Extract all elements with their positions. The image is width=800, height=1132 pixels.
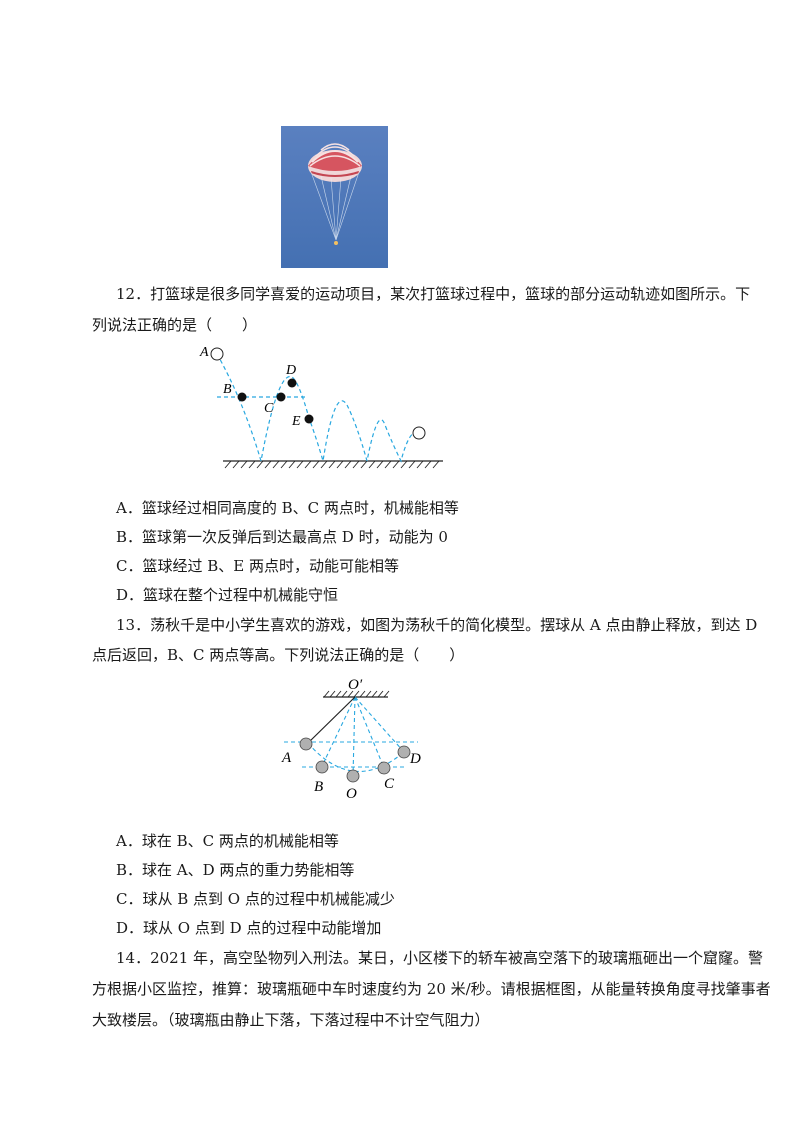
q13-stem-line1: 13．荡秋千是中小学生喜欢的游戏，如图为荡秋千的简化模型。摆球从 A 点由静止释… <box>116 616 758 634</box>
label-d: D <box>409 751 421 767</box>
label-c: C <box>264 401 274 416</box>
basketball-trajectory-figure: A B C D E <box>195 340 450 470</box>
q12-stem-line1: 12．打篮球是很多同学喜爱的运动项目，某次打篮球过程中，篮球的部分运动轨迹如图所… <box>116 285 751 303</box>
q12-option-d: D．篮球在整个过程中机械能守恒 <box>116 586 339 604</box>
label-o-prime: O′ <box>348 677 363 693</box>
q12-stem-line2: 列说法正确的是（ ） <box>92 316 258 334</box>
q13-stem-line2: 点后返回，B、C 两点等高。下列说法正确的是（ ） <box>92 646 465 664</box>
label-a: A <box>281 750 292 766</box>
label-b: B <box>223 382 232 397</box>
q13-option-b: B．球在 A、D 两点的重力势能相等 <box>116 861 355 879</box>
parachute-photo <box>281 126 388 268</box>
q14-stem-line3: 大致楼层。（玻璃瓶由静止下落，下落过程中不计空气阻力） <box>92 1011 490 1029</box>
q12-option-c: C．篮球经过 B、E 两点时，动能可能相等 <box>116 557 399 575</box>
q14-stem-line2: 方根据小区监控，推算：玻璃瓶砸中车时速度约为 20 米/秒。请根据框图，从能量转… <box>92 980 771 998</box>
swing-model-figure: O′ A B O C D <box>278 675 428 802</box>
label-e: E <box>291 414 301 429</box>
q13-option-a: A．球在 B、C 两点的机械能相等 <box>116 832 339 850</box>
q14-stem-line1: 14．2021 年，高空坠物列入刑法。某日，小区楼下的轿车被高空落下的玻璃瓶砸出… <box>116 949 764 967</box>
label-c: C <box>384 776 395 792</box>
q13-option-d: D．球从 O 点到 D 点的过程中动能增加 <box>116 919 382 937</box>
q13-option-c: C．球从 B 点到 O 点的过程中机械能减少 <box>116 890 395 908</box>
label-d: D <box>285 363 296 378</box>
label-b: B <box>314 779 323 795</box>
q12-option-a: A．篮球经过相同高度的 B、C 两点时，机械能相等 <box>116 499 459 517</box>
label-o: O <box>346 786 357 800</box>
q12-option-b: B．篮球第一次反弹后到达最高点 D 时，动能为 0 <box>116 528 448 546</box>
label-a: A <box>199 345 209 360</box>
